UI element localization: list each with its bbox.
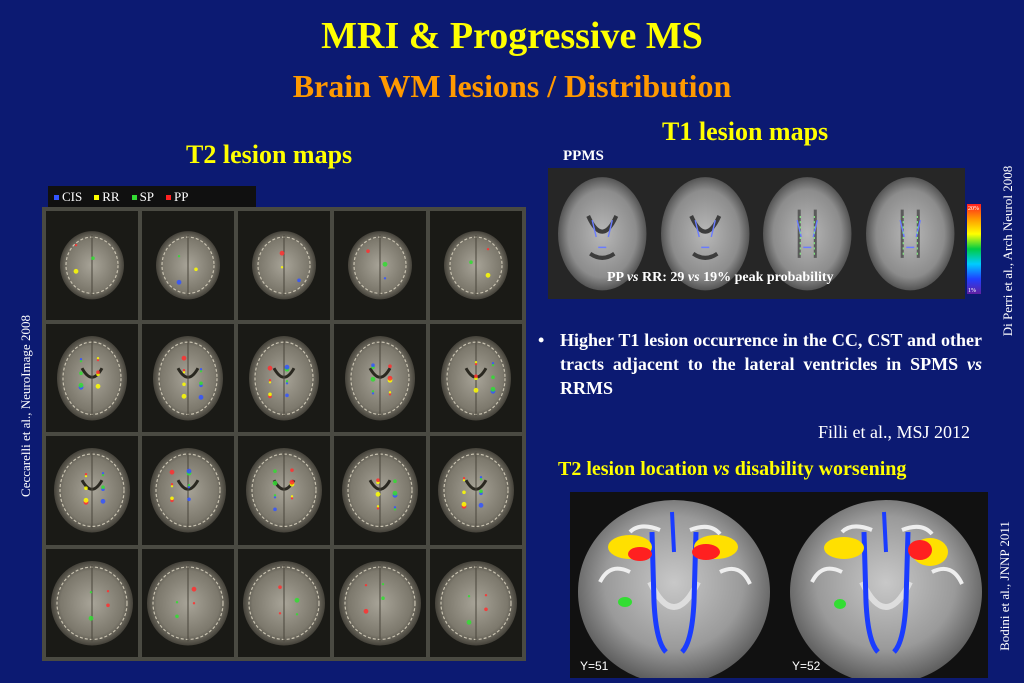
legend-pp: PP (166, 189, 189, 205)
mri-axial-slice (142, 323, 234, 432)
t1-peak-probability-caption: PP vs RR: 29 vs 19% peak probability (607, 270, 834, 286)
legend-sp-label: SP (139, 189, 155, 204)
t1-lesion-map-image (548, 168, 965, 299)
t1-axial-row (554, 174, 959, 291)
mri-axial-slice (430, 211, 522, 320)
coronal-slice-right (790, 500, 982, 683)
mri-axial-slice (46, 436, 138, 545)
mri-axial-slice (334, 211, 426, 320)
mri-axial-grid (46, 211, 522, 657)
t2-lesion-map-image (42, 207, 526, 661)
slide-title: MRI & Progressive MS (321, 15, 703, 57)
legend-rr: RR (94, 189, 120, 205)
t2-location-heading: T2 lesion location vs disability worseni… (558, 458, 906, 481)
mri-axial-slice (238, 211, 330, 320)
mri-axial-slice (238, 323, 330, 432)
t1-finding-bullet: • Higher T1 lesion occurrence in the CC,… (538, 328, 982, 400)
mri-axial-slice (334, 323, 426, 432)
legend-rr-label: RR (102, 189, 120, 204)
t2loc-vs: vs (713, 458, 730, 480)
mri-axial-slice (430, 548, 522, 657)
bodini-citation: Bodini et al., JNNP 2011 (997, 521, 1012, 651)
mri-axial-slice (430, 323, 522, 432)
filli-reference: Filli et al., MSJ 2012 (818, 422, 971, 442)
mri-axial-slice (142, 211, 234, 320)
legend-pp-swatch (166, 194, 172, 200)
mri-axial-slice (430, 436, 522, 545)
mri-axial-slice (142, 548, 234, 657)
t1-caption-part-b: RR: 29 (638, 270, 688, 285)
slide-subtitle: Brain WM lesions / Distribution (292, 68, 732, 104)
probability-colorbar (967, 204, 981, 294)
di-perri-citation: Di Perri et al., Arch Neurol 2008 (1000, 165, 1015, 337)
legend-sp-swatch (131, 194, 137, 200)
legend-pp-label: PP (174, 189, 189, 204)
bullet-dot-icon: • (538, 330, 545, 350)
t1-caption-part-a: PP (607, 270, 627, 285)
mri-axial-slice (334, 548, 426, 657)
t1-caption-vs-2: vs (687, 270, 700, 285)
bullet-text-vs: vs (967, 354, 982, 374)
bullet-text-a: Higher T1 lesion occurrence in the CC, C… (560, 330, 982, 374)
mri-axial-slice (46, 548, 138, 657)
t2loc-part-a: T2 lesion location (558, 458, 714, 480)
bullet-text-b: RRMS (560, 378, 613, 398)
mri-axial-slice (238, 436, 330, 545)
t1-caption-part-c: 19% peak probability (699, 270, 834, 285)
legend-rr-swatch (94, 194, 100, 200)
coronal-lesion-image: Y=51 Y=52 (570, 492, 988, 683)
mri-axial-slice (46, 211, 138, 320)
t1-axial-slice (862, 174, 960, 295)
coronal-brains-svg: Y=51 Y=52 (578, 500, 982, 683)
legend-sp: SP (131, 189, 155, 205)
t1-axial-slice (554, 174, 652, 295)
t1-axial-slice (759, 174, 857, 295)
colorbar-max-label: 20% (968, 206, 979, 212)
colorbar-min-label: 1% (968, 288, 976, 294)
t2loc-part-b: disability worsening (729, 458, 907, 480)
lesion-legend: CIS RR SP PP (48, 186, 256, 208)
mri-axial-slice (142, 436, 234, 545)
legend-cis-swatch (54, 194, 59, 200)
legend-cis-label: CIS (62, 189, 83, 204)
legend-cis: CIS (54, 189, 82, 205)
ceccarelli-citation: Ceccarelli et al., NeuroImage 2008 (18, 315, 33, 497)
mri-axial-slice (334, 436, 426, 545)
t1-axial-slice (657, 174, 755, 295)
coronal-label-left: Y=51 (580, 659, 609, 673)
t1-caption-vs-1: vs (626, 270, 639, 285)
t1-lesion-maps-heading: T1 lesion maps (662, 117, 829, 146)
coronal-slice-left (578, 500, 770, 683)
mri-axial-slice (238, 548, 330, 657)
coronal-label-right: Y=52 (792, 659, 821, 673)
mri-axial-slice (46, 323, 138, 432)
t2-lesion-maps-heading: T2 lesion maps (186, 140, 353, 169)
ppms-label: PPMS (563, 148, 604, 164)
